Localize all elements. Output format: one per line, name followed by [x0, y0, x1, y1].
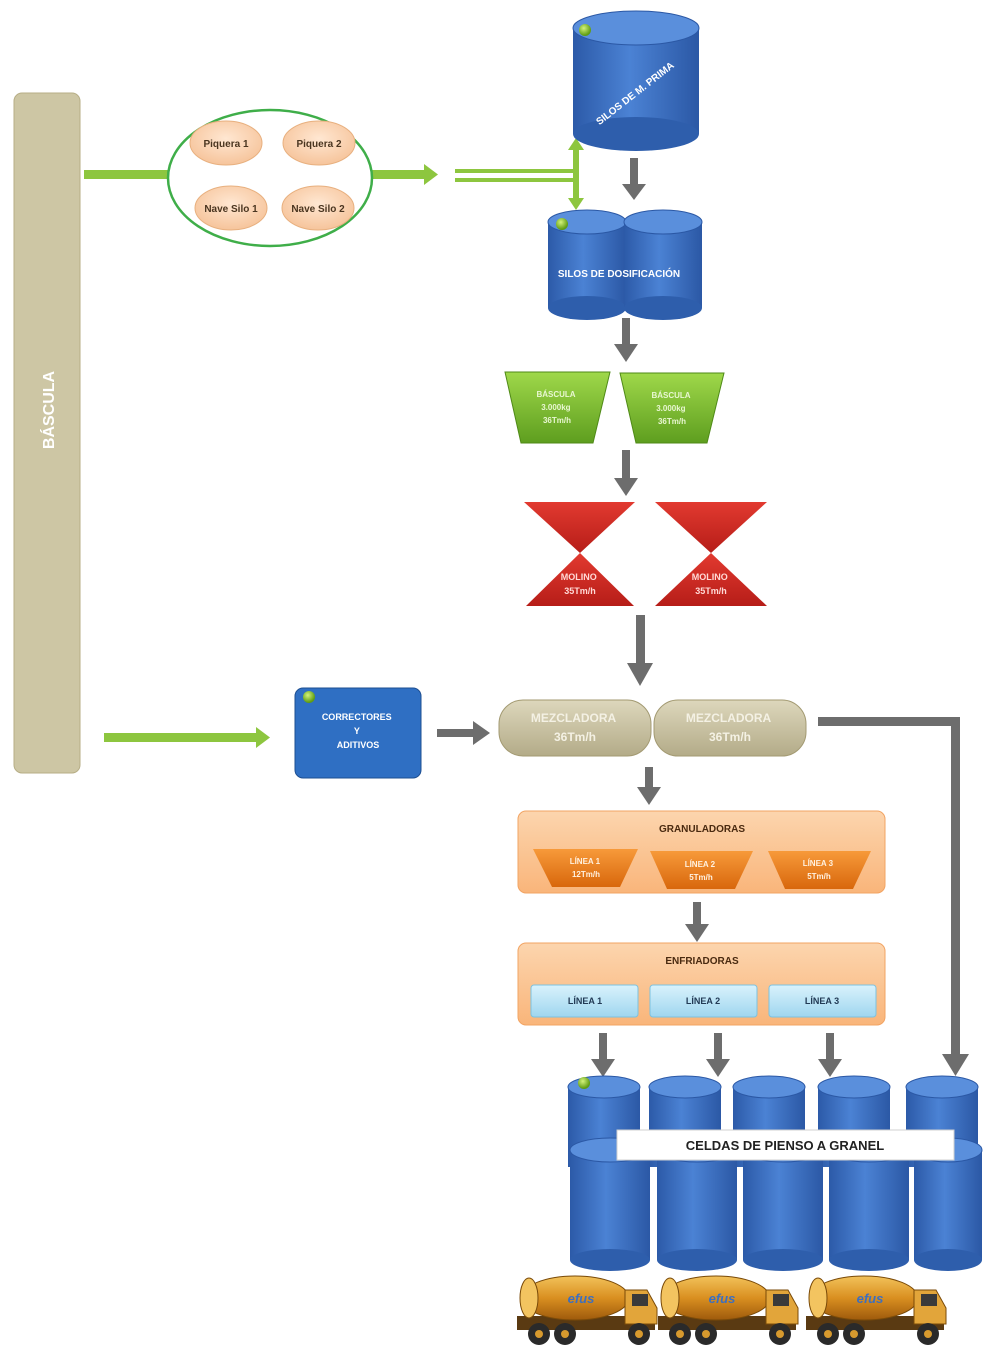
celda-front-1 — [569, 1137, 651, 1271]
truck-3-brand: efus — [857, 1291, 884, 1306]
mezcladora-2: MEZCLADORA 36Tm/h — [653, 699, 807, 757]
molino-2: MOLINO 35Tm/h — [655, 502, 767, 606]
nave-silo-2-label: Nave Silo 2 — [291, 204, 345, 215]
silos-dosificacion-label: SILOS DE DOSIFICACIÓN — [558, 267, 680, 280]
green-split-arrow — [455, 138, 584, 210]
mezcladora-1-title: MEZCLADORA — [531, 711, 617, 725]
svg-text:BÁSCULA 3.000kg 36: BÁSCULA 3.000kg 36Tm/h — [651, 391, 692, 426]
gray-arrow-10 — [818, 1033, 842, 1077]
truck-2-brand: efus — [709, 1291, 736, 1306]
granuladoras-panel: GRANULADORAS LÍNEA 1 12Tm/h LÍNEA 2 5Tm/… — [517, 810, 886, 894]
gray-arrow-7 — [685, 902, 709, 942]
status-dot-icon — [579, 24, 591, 36]
enfriadora-linea-3: LÍNEA 3 — [768, 984, 877, 1018]
nave-silo-1: Nave Silo 1 — [194, 185, 268, 231]
bascula-2-capacity: 3.000kg — [656, 404, 685, 413]
bypass-arrow — [818, 717, 969, 1076]
svg-text:MEZCLADORA 36Tm/h: MEZCLADORA 36Tm/h — [531, 711, 619, 744]
correctores-aditivos: CORRECTORES Y ADITIVOS — [294, 687, 422, 779]
truck-3: efus — [806, 1275, 947, 1345]
piquera-2: Piquera 2 — [282, 120, 356, 166]
granuladora-2-title: LÍNEA 2 — [685, 860, 716, 869]
enfriadoras-title: ENFRIADORAS — [665, 956, 739, 967]
granuladora-1-title: LÍNEA 1 — [570, 857, 601, 866]
mezcladora-2-rate: 36Tm/h — [709, 730, 751, 744]
bascula-1-capacity: 3.000kg — [541, 403, 570, 412]
gray-arrow-9 — [706, 1033, 730, 1077]
gray-arrow-1 — [622, 158, 646, 200]
silos-dosificacion: SILOS DE DOSIFICACIÓN — [547, 209, 703, 320]
celdas-pienso: CELDAS DE PIENSO A GRANEL — [567, 1075, 983, 1271]
molino-1-rate: 35Tm/h — [564, 586, 596, 596]
granuladora-linea-1: LÍNEA 1 12Tm/h — [533, 849, 638, 887]
bascula-2-title: BÁSCULA — [651, 391, 690, 400]
truck-1: efus — [517, 1275, 658, 1345]
nave-silo-1-label: Nave Silo 1 — [204, 204, 258, 215]
enfriadoras-panel: ENFRIADORAS LÍNEA 1 LÍNEA 2 LÍNEA 3 — [517, 942, 886, 1026]
truck-2: efus — [658, 1275, 799, 1345]
molino-1: MOLINO 35Tm/h — [524, 502, 635, 606]
svg-text:MEZCLADORA 36Tm/h: MEZCLADORA 36Tm/h — [686, 711, 774, 744]
celdas-label: CELDAS DE PIENSO A GRANEL — [686, 1138, 884, 1153]
piquera-2-label: Piquera 2 — [296, 139, 341, 150]
granuladora-3-title: LÍNEA 3 — [803, 859, 834, 868]
granuladora-linea-2: LÍNEA 2 5Tm/h — [650, 851, 753, 889]
enfriadora-2-label: LÍNEA 2 — [686, 996, 720, 1006]
gray-arrow-6 — [637, 767, 661, 805]
svg-text:LÍNEA 1 12Tm/h: LÍNEA 1 12Tm/h — [570, 857, 603, 879]
bascula-1-title: BÁSCULA — [536, 390, 575, 399]
bascula-bar-label: BÁSCULA — [39, 370, 58, 449]
correctores-line-3: ADITIVOS — [337, 740, 380, 750]
granuladora-1-rate: 12Tm/h — [572, 870, 600, 879]
bascula-1: BÁSCULA 3.000kg 36Tm/h — [504, 371, 611, 444]
molino-2-rate: 35Tm/h — [695, 586, 727, 596]
svg-text:CORRECTORES Y ADIT: CORRECTORES Y ADITIVOS — [322, 712, 394, 750]
svg-text:MOLINO 35Tm/h: MOLINO 35Tm/h — [692, 572, 731, 596]
piquera-1-label: Piquera 1 — [203, 139, 248, 150]
piquera-1: Piquera 1 — [189, 120, 263, 166]
granuladora-2-rate: 5Tm/h — [689, 873, 713, 882]
gray-arrow-5 — [437, 721, 490, 745]
mezcladora-1-rate: 36Tm/h — [554, 730, 596, 744]
mezcladora-2-title: MEZCLADORA — [686, 711, 772, 725]
truck-1-brand: efus — [568, 1291, 595, 1306]
svg-text:MOLINO 35Tm/h: MOLINO 35Tm/h — [561, 572, 600, 596]
svg-text:LÍNEA 2 5Tm/h: LÍNEA 2 5Tm/h — [685, 860, 718, 882]
status-dot-icon — [578, 1077, 590, 1089]
silo-materia-prima: SILOS DE M. PRIMA — [572, 10, 700, 151]
reception-group: Piquera 1 Piquera 2 Nave Silo 1 Nave Sil… — [166, 108, 374, 248]
bascula-bar: BÁSCULA — [13, 92, 81, 774]
enfriadora-3-label: LÍNEA 3 — [805, 996, 839, 1006]
status-dot-icon — [303, 691, 315, 703]
granuladora-3-rate: 5Tm/h — [807, 872, 831, 881]
green-arrow-from-reception — [372, 164, 438, 185]
green-arrow-to-correctores — [104, 727, 270, 748]
gray-arrow-4 — [627, 615, 653, 686]
granuladoras-title: GRANULADORAS — [659, 824, 745, 835]
svg-text:BÁSCULA 3.000kg 36: BÁSCULA 3.000kg 36Tm/h — [536, 390, 577, 425]
bascula-1-rate: 36Tm/h — [543, 416, 571, 425]
gray-arrow-2 — [614, 318, 638, 362]
bascula-2-rate: 36Tm/h — [658, 417, 686, 426]
correctores-line-1: CORRECTORES — [322, 712, 392, 722]
gray-arrow-8 — [591, 1033, 615, 1077]
molino-2-title: MOLINO — [692, 572, 728, 582]
granuladora-linea-3: LÍNEA 3 5Tm/h — [768, 851, 871, 889]
mezcladora-1: MEZCLADORA 36Tm/h — [498, 699, 652, 757]
status-dot-icon — [556, 218, 568, 230]
nave-silo-2: Nave Silo 2 — [281, 185, 355, 231]
correctores-line-2: Y — [354, 726, 360, 736]
enfriadora-1-label: LÍNEA 1 — [568, 996, 602, 1006]
bascula-2: BÁSCULA 3.000kg 36Tm/h — [619, 372, 725, 444]
gray-arrow-3 — [614, 450, 638, 496]
svg-text:LÍNEA 3 5Tm/h: LÍNEA 3 5Tm/h — [803, 859, 836, 881]
celdas-label-band — [616, 1129, 955, 1161]
enfriadora-linea-1: LÍNEA 1 — [530, 984, 639, 1018]
molino-1-title: MOLINO — [561, 572, 597, 582]
enfriadora-linea-2: LÍNEA 2 — [649, 984, 758, 1018]
